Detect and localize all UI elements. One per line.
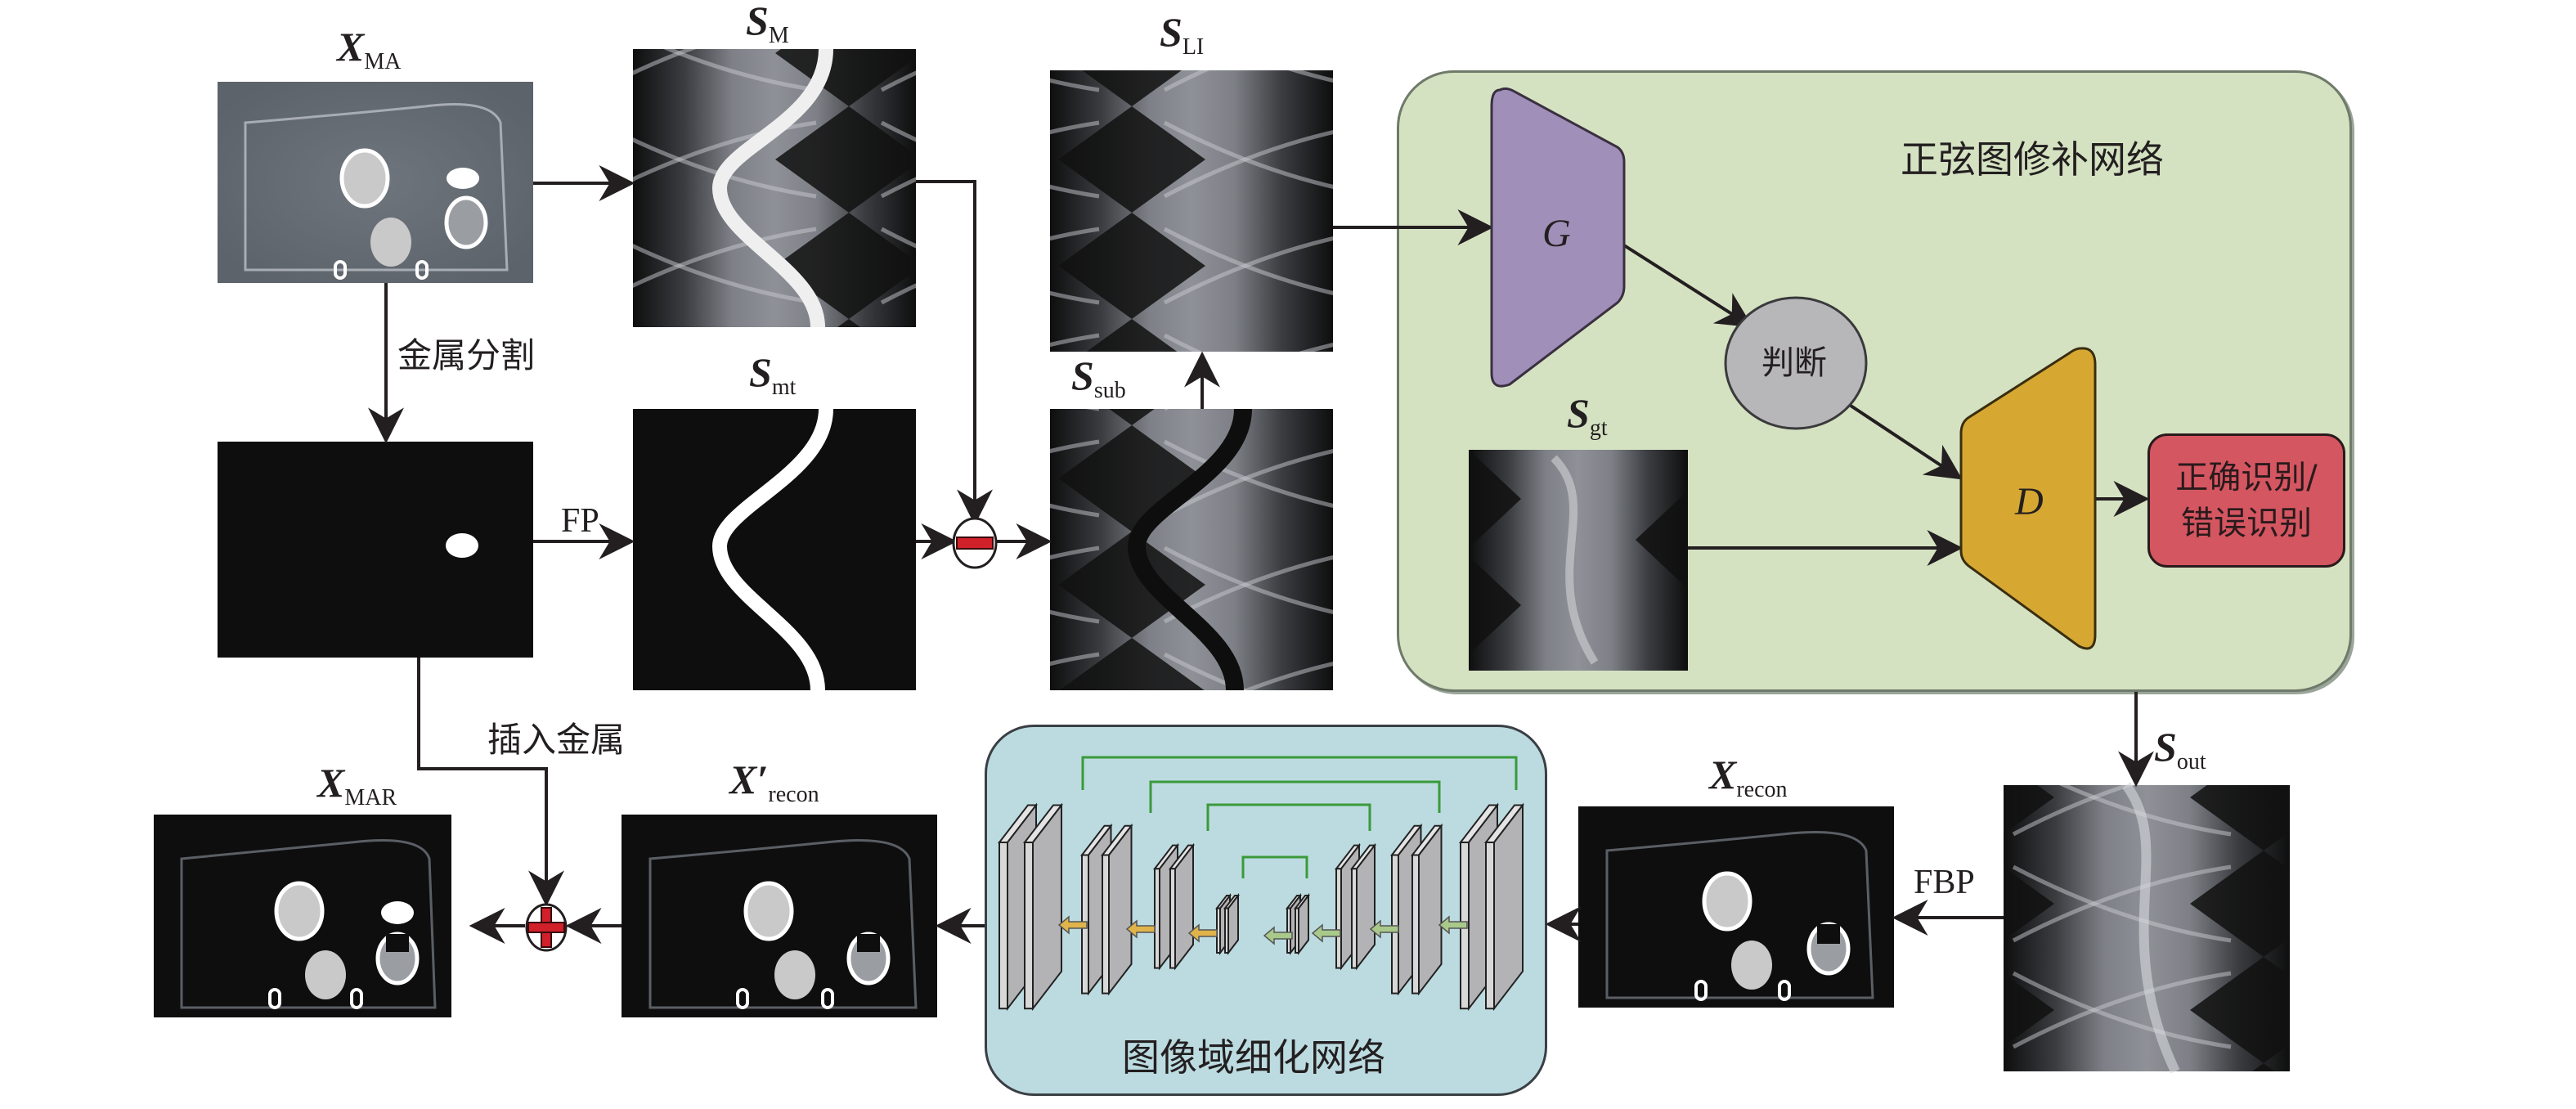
label-s-gt-main: S (1567, 390, 1590, 436)
label-x-ma: XMA (337, 24, 402, 74)
image-network-title: 图像域细化网络 (1122, 1035, 1385, 1080)
label-s-li-main: S (1160, 9, 1183, 55)
discriminator-label: D (2015, 480, 2044, 523)
label-x-ma-sub: MA (364, 49, 402, 74)
label-s-gt-sub: gt (1589, 415, 1608, 441)
s-out-sinogram (2004, 782, 2290, 1074)
label-s-sub-main: S (1071, 352, 1094, 398)
sinogram-inpainting-network-box (1397, 70, 2352, 692)
label-fbp: FBP (1914, 864, 1975, 901)
judge-label: 判断 (1761, 344, 1827, 382)
label-x-recon-sub: recon (1736, 777, 1788, 802)
label-s-sub-sub: sub (1093, 378, 1126, 403)
label-x-mar: XMAR (317, 760, 397, 810)
label-s-li-sub: LI (1182, 34, 1205, 60)
add-operator-icon (525, 903, 568, 952)
label-s-li: SLI (1160, 9, 1205, 60)
label-s-sub: Ssub (1071, 352, 1126, 403)
metal-mask-image (218, 442, 533, 658)
label-insert-metal: 插入金属 (487, 720, 626, 760)
label-s-mt: Smt (749, 349, 797, 400)
label-x-mar-sub: MAR (344, 785, 397, 810)
label-s-gt: Sgt (1567, 390, 1608, 441)
sinogram-network-title: 正弦图修补网络 (1901, 137, 2164, 182)
label-s-mt-main: S (749, 349, 772, 395)
s-m-sinogram (633, 48, 916, 328)
label-x-recon-main: X (1709, 752, 1737, 797)
label-s-out-sub: out (2176, 749, 2206, 775)
label-s-m-sub: M (768, 23, 789, 48)
subtract-operator-icon (952, 517, 998, 569)
label-s-out-main: S (2154, 724, 2177, 770)
label-x-recon-prime-sub: recon (768, 782, 819, 807)
output-line-1: 正确识别/ (2175, 459, 2318, 496)
s-mt-sinogram (633, 408, 916, 691)
label-forward-projection: FP (561, 502, 599, 540)
label-s-m: SM (746, 0, 789, 48)
x-recon-prime-ct-image (622, 815, 937, 1017)
label-x-recon: Xrecon (1709, 752, 1788, 802)
label-x-recon-prime: X′recon (729, 757, 819, 807)
s-li-sinogram (1050, 70, 1333, 352)
label-metal-segmentation: 金属分割 (397, 335, 536, 375)
arrow-sm-to-minus (916, 180, 993, 526)
label-s-m-main: S (746, 0, 769, 43)
output-line-2: 错误识别 (2181, 505, 2312, 542)
label-x-ma-main: X (337, 24, 365, 70)
arrow-mask-to-plus (417, 658, 564, 907)
real-fake-output-box: 正确识别/ 错误识别 (2147, 433, 2345, 568)
x-mar-ct-image (154, 815, 451, 1017)
x-ma-ct-image (218, 82, 533, 283)
s-sub-sinogram (1050, 408, 1333, 691)
label-x-mar-main: X (317, 760, 345, 806)
x-recon-ct-image (1578, 806, 1894, 1008)
generator-label: G (1542, 212, 1571, 255)
label-x-recon-prime-main: X′ (729, 757, 769, 802)
label-s-out: Sout (2154, 724, 2206, 775)
label-s-mt-sub: mt (771, 375, 797, 400)
